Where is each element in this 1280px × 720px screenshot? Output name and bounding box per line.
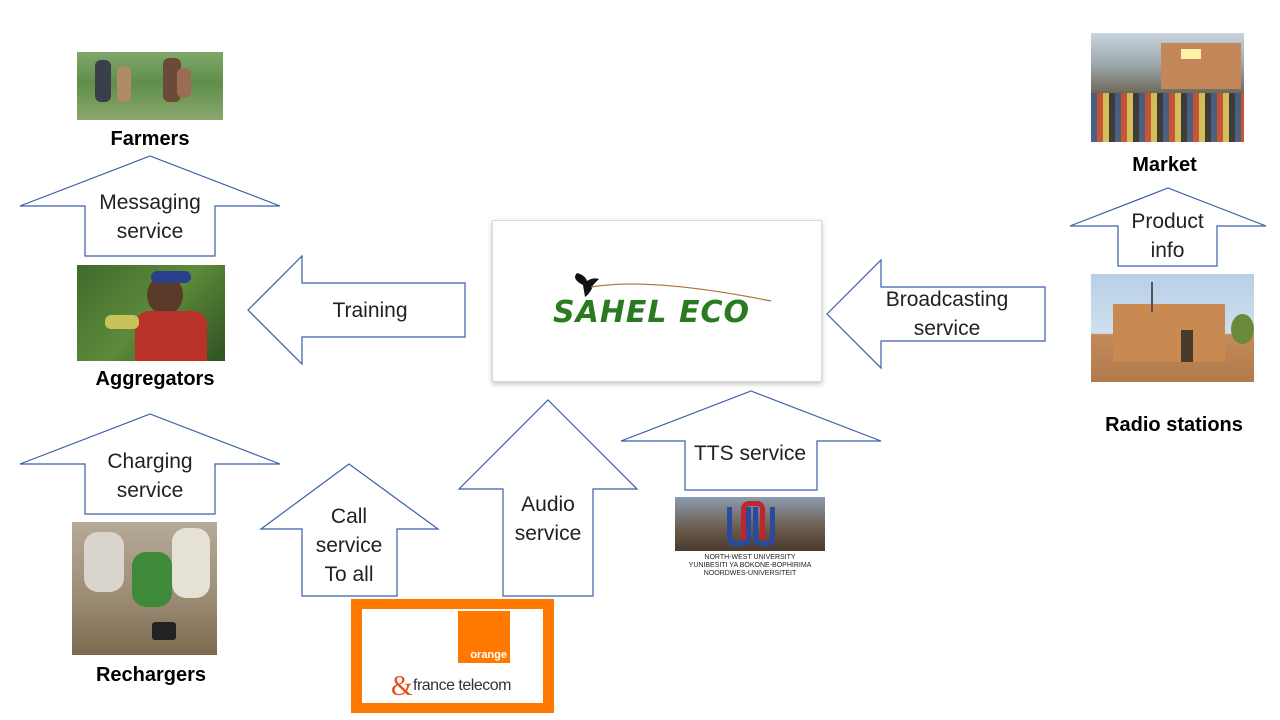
broadcasting-label: Broadcasting service xyxy=(885,288,1009,340)
product-info-arrow xyxy=(1069,187,1267,267)
charging-label: Charging service xyxy=(107,450,193,502)
farmers-caption: Farmers xyxy=(110,128,190,150)
call-label: Call service To all xyxy=(315,505,383,586)
radio-station-photo xyxy=(1091,274,1254,382)
product-info-label: Product info xyxy=(1131,210,1204,262)
nwu-emblem-icon xyxy=(727,499,775,547)
market-photo xyxy=(1091,33,1244,142)
sahel-eco-logo: SAHEL ECO xyxy=(492,220,822,382)
farmers-photo xyxy=(77,52,223,120)
training-label: Training xyxy=(332,299,408,322)
call-arrow xyxy=(259,463,440,597)
orange-square: orange xyxy=(458,611,510,663)
charging-arrow xyxy=(19,413,281,515)
nwu-logo: NORTH-WEST UNIVERSITY YUNIBESITI YA BOKO… xyxy=(675,497,825,582)
france-telecom-text: france telecom xyxy=(413,677,511,694)
orange-logo: orange & france telecom xyxy=(351,599,554,713)
bird-icon xyxy=(575,273,772,302)
aggregators-photo xyxy=(77,265,225,361)
audio-label: Audio service xyxy=(514,493,582,545)
ampersand-icon: & xyxy=(391,671,413,702)
tts-label: TTS service xyxy=(693,442,806,465)
training-arrow xyxy=(247,254,466,366)
messaging-arrow xyxy=(19,155,281,257)
audio-arrow xyxy=(457,399,639,597)
rechargers-photo xyxy=(72,522,217,655)
aggregators-caption: Aggregators xyxy=(95,368,215,390)
rechargers-caption: Rechargers xyxy=(95,664,207,686)
tts-arrow xyxy=(620,390,882,491)
messaging-label: Messaging service xyxy=(99,191,201,243)
broadcasting-arrow xyxy=(826,258,1046,370)
market-caption: Market xyxy=(1132,154,1197,176)
radio-stations-caption: Radio stations xyxy=(1105,414,1243,436)
sahel-eco-text: SAHEL ECO xyxy=(553,295,750,330)
